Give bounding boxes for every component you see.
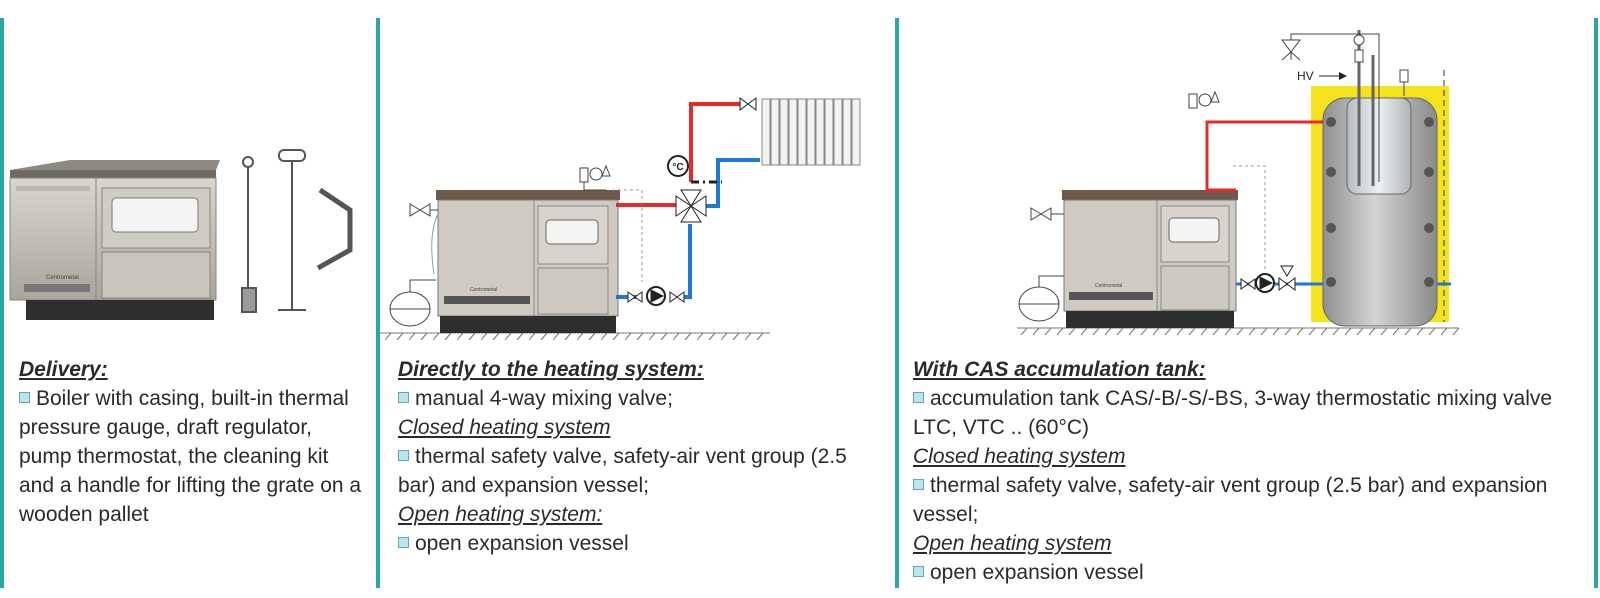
direct-item: thermal safety valve, safety-air vent gr… [398,445,847,497]
safety-valve-left [409,203,439,275]
safety-group-icon [579,164,611,191]
bullet-icon [398,450,409,461]
panel-direct: Centrometal [380,0,895,598]
boiler-stove: Centrometal [9,160,220,320]
closed-system-subheading: Closed heating system [913,445,1126,468]
open-system-subheading: Open heating system: [398,503,603,526]
boiler: Centrometal [436,190,620,333]
svg-text:°C: °C [672,162,683,173]
hot-pipe [616,102,740,207]
panel-delivery: Centrometal Delivery: Boiler with casing… [0,0,376,598]
cas-item: open expansion vessel [913,558,1589,587]
svg-text:Centrometal: Centrometal [46,275,79,281]
hot-pipe [1205,120,1323,192]
closed-system-subheading: Closed heating system [398,416,611,439]
direct-item: open expansion vessel [398,529,888,558]
delivery-item: Boiler with casing, built-in thermal pre… [19,387,362,526]
cas-schematic: Centrometal [1017,30,1460,336]
mixing-valve-4way [675,189,707,223]
ground-hatch [1017,327,1460,336]
safety-group-icon [1188,90,1220,109]
svg-text:Centrometal: Centrometal [470,287,497,293]
bullet-icon [398,537,409,548]
hv-label: HV [1297,69,1347,83]
bullet-icon [19,392,30,403]
delivery-illustration: Centrometal [9,149,353,320]
bullet-icon [913,566,924,577]
ground-hatch [380,332,770,341]
cas-text: With CAS accumulation tank: accumulation… [913,355,1589,587]
panel-cas: Centrometal [899,0,1594,598]
pump-icon [1240,273,1275,293]
divider-right [1594,18,1598,588]
delivery-text: Delivery: Boiler with casing, built-in t… [19,355,369,529]
direct-text: Directly to the heating system: manual 4… [398,355,888,558]
expansion-vessel [1018,275,1064,322]
svg-text:Centrometal: Centrometal [1095,283,1122,289]
direct-heading: Directly to the heating system: [398,358,704,381]
radiator [761,98,861,166]
safety-valve-left [1030,207,1064,221]
radiator-valve [739,97,757,111]
hot-water-outlet [1281,33,1409,182]
cas-item: thermal safety valve, safety-air vent gr… [913,474,1548,526]
sensor-line [612,189,643,282]
cas-heading: With CAS accumulation tank: [913,358,1206,381]
expansion-vessel [389,279,436,327]
delivery-heading: Delivery: [19,358,108,381]
divider-left [0,18,4,588]
boiler: Centrometal [1062,190,1238,328]
bullet-icon [913,392,924,403]
thermostat-icon: °C [667,155,689,177]
cold-pipe [616,158,760,299]
pump-icon [627,286,685,306]
cas-item: accumulation tank CAS/-B/-S/-BS, 3-way t… [913,387,1553,439]
svg-text:HV: HV [1297,69,1314,83]
mixing-valve-3way [1278,265,1296,291]
divider-2 [895,18,899,588]
direct-item: manual 4-way mixing valve; [398,384,888,413]
bullet-icon [913,479,924,490]
cleaning-tools [241,149,353,313]
divider-1 [376,18,380,588]
bullet-icon [398,392,409,403]
direct-schematic: Centrometal [380,97,861,341]
open-system-subheading: Open heating system [913,532,1112,555]
sensor-line [1233,165,1266,270]
